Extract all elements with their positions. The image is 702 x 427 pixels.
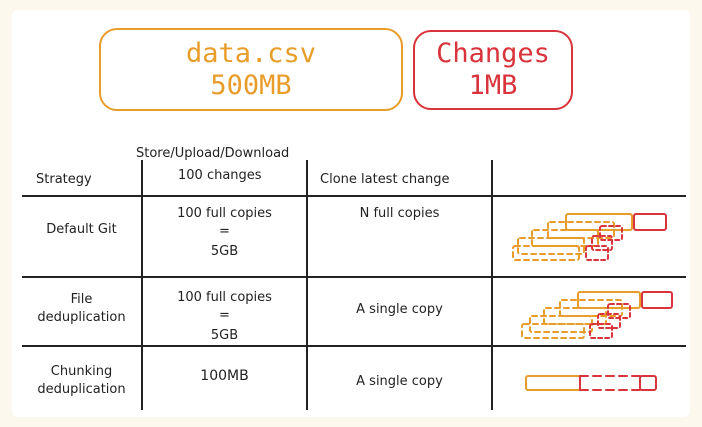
table-column-divider-1 (141, 160, 143, 410)
row2-changes-line1: 100 full copies (177, 290, 272, 305)
data-file-size: 500MB (210, 69, 292, 101)
header-100-changes: 100 changes (178, 168, 262, 183)
data-file-box: data.csv 500MB (99, 28, 403, 111)
changes-name: Changes (436, 38, 550, 69)
row1-clone: N full copies (359, 206, 440, 221)
table-column-divider-2 (306, 160, 308, 410)
row2-changes-eq: = (219, 308, 230, 323)
row2-strategy-line1: File (70, 292, 93, 307)
row1-changes-line1: 100 full copies (177, 206, 272, 221)
row2-changes-line2: 5GB (210, 328, 239, 343)
row1-strategy: Default Git (46, 222, 117, 237)
header-clone: Clone latest change (320, 172, 450, 187)
table-row-divider-1 (22, 276, 686, 278)
changes-size: 1MB (468, 70, 518, 101)
row3-clone: A single copy (356, 374, 443, 389)
table-header-divider (22, 195, 686, 197)
row3-changes-line1: 100MB (200, 368, 249, 384)
data-file-name: data.csv (185, 37, 317, 69)
group-header: Store/Upload/Download (136, 146, 290, 161)
row2-strategy-line2: deduplication (37, 310, 126, 325)
changes-box: Changes 1MB (413, 30, 573, 110)
row1-changes-eq: = (219, 224, 230, 239)
table-column-divider-3 (491, 160, 493, 410)
row1-changes-line2: 5GB (210, 244, 239, 259)
table-row-divider-2 (22, 345, 686, 347)
row2-clone: A single copy (356, 302, 443, 317)
header-strategy: Strategy (36, 172, 92, 187)
row3-strategy-line1: Chunking (50, 364, 113, 379)
row3-strategy-line2: deduplication (37, 382, 126, 397)
